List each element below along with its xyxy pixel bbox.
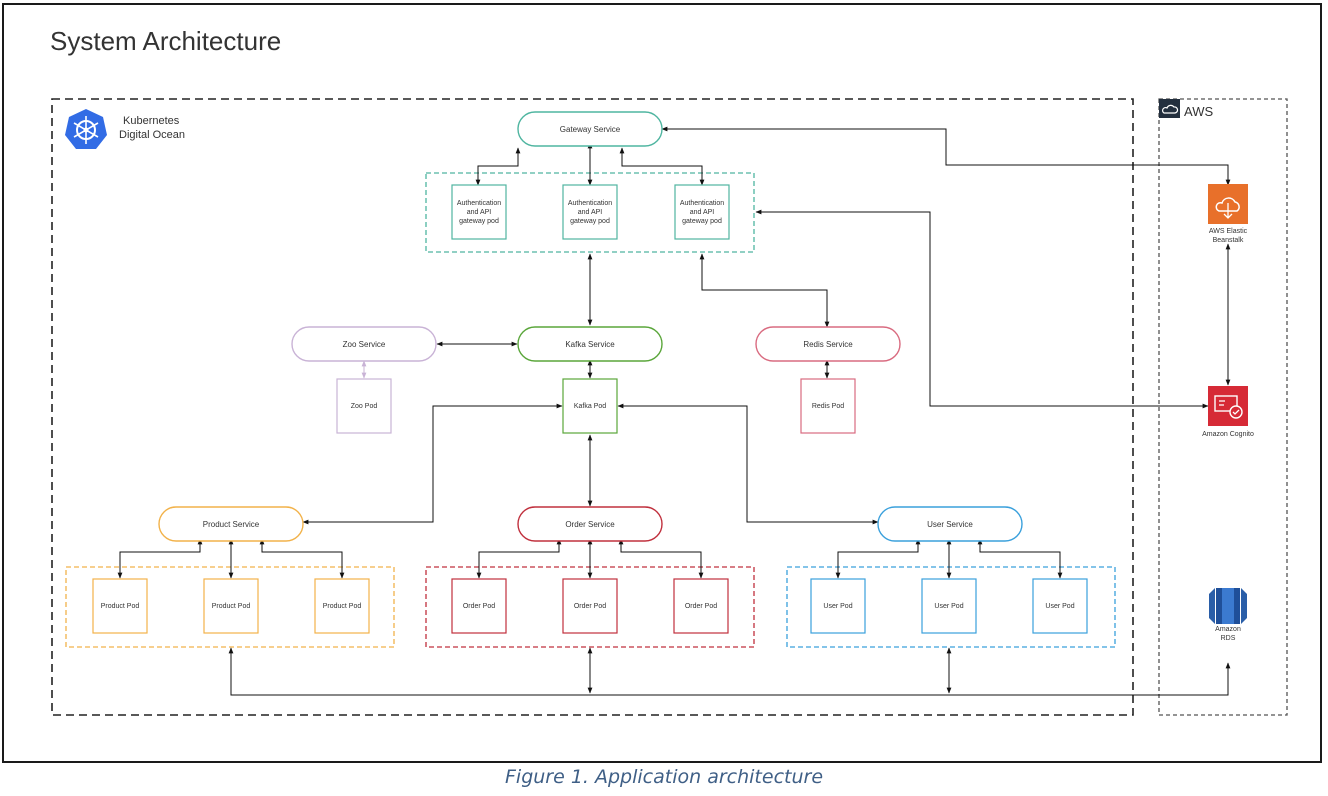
user-pod-3: User Pod (1032, 578, 1088, 634)
redis-pod-label: Redis Pod (812, 403, 844, 410)
kafka-service-label: Kafka Service (565, 340, 615, 349)
figure-caption: Figure 1. Application architecture (504, 766, 824, 788)
aws-label: AWS (1184, 104, 1213, 119)
product-pod-3: Product Pod (314, 578, 370, 634)
order-pod-3-label: Order Pod (685, 603, 717, 610)
auth-pod-3-line1: Authentication (680, 200, 724, 207)
edge-kafka-user (617, 403, 879, 525)
auth-pod-3-line2: and API (690, 209, 715, 216)
product-service: Product Service (158, 506, 304, 542)
auth-pod-2-line3: gateway pod (570, 218, 610, 225)
beanstalk-label-2: Beanstalk (1213, 237, 1244, 244)
edge-auth-redis (699, 253, 830, 328)
product-pod-1: Product Pod (92, 578, 148, 634)
order-service-label: Order Service (565, 520, 615, 529)
edge-auth-cognito (755, 209, 1209, 409)
edge-product-pod3 (259, 538, 345, 579)
edge-order-pod1 (476, 538, 562, 579)
product-pod-2: Product Pod (203, 578, 259, 634)
order-pod-2: Order Pod (562, 578, 618, 634)
zoo-service: Zoo Service (291, 326, 437, 362)
edge-bus-rds (228, 647, 1231, 696)
edge-product-pod1 (117, 538, 203, 579)
auth-pod-1-line3: gateway pod (459, 218, 499, 225)
zoo-pod-label: Zoo Pod (351, 403, 378, 410)
kafka-service: Kafka Service (517, 326, 663, 362)
edge-user-pod3 (977, 538, 1063, 579)
redis-pod: Redis Pod (800, 378, 856, 434)
kafka-pod: Kafka Pod (562, 378, 618, 434)
order-pod-1-label: Order Pod (463, 603, 495, 610)
order-service: Order Service (517, 506, 663, 542)
rds-icon (1209, 588, 1247, 624)
gateway-service-label: Gateway Service (560, 125, 621, 134)
kubernetes-icon (65, 109, 107, 149)
architecture-diagram: Kubernetes Digital Ocean AWS (51, 98, 1288, 716)
edge-user-pod1 (835, 538, 921, 579)
edge-gateway-beanstalk (661, 126, 1231, 186)
edge-gateway-auth3 (619, 147, 705, 186)
kubernetes-label: Kubernetes (123, 115, 180, 127)
product-service-label: Product Service (203, 520, 260, 529)
order-pod-2-label: Order Pod (574, 603, 606, 610)
user-pod-1-label: User Pod (823, 603, 852, 610)
order-pod-1: Order Pod (451, 578, 507, 634)
auth-pod-2: Authentication and API gateway pod (562, 184, 618, 240)
kubernetes-boundary (51, 98, 1134, 716)
product-pod-2-label: Product Pod (212, 603, 251, 610)
connectors (117, 126, 1231, 696)
user-pod-3-label: User Pod (1045, 603, 1074, 610)
rds-label-2: RDS (1221, 635, 1236, 642)
edge-kafka-product (302, 403, 563, 525)
page-title: System Architecture (50, 26, 282, 56)
cognito-label: Amazon Cognito (1202, 431, 1254, 438)
kafka-pod-label: Kafka Pod (574, 403, 606, 410)
auth-pod-3: Authentication and API gateway pod (674, 184, 730, 240)
zoo-pod: Zoo Pod (336, 378, 392, 434)
auth-pod-1-line2: and API (467, 209, 492, 216)
auth-pod-1-line1: Authentication (457, 200, 501, 207)
amazon-cognito: Amazon Cognito (1202, 386, 1254, 438)
redis-service-label: Redis Service (803, 340, 853, 349)
digital-ocean-label: Digital Ocean (119, 129, 185, 141)
product-pod-3-label: Product Pod (323, 603, 362, 610)
zoo-service-label: Zoo Service (343, 340, 386, 349)
elastic-beanstalk: AWS Elastic Beanstalk (1208, 184, 1248, 244)
user-pod-2: User Pod (921, 578, 977, 634)
auth-pod-2-line1: Authentication (568, 200, 612, 207)
product-pod-1-label: Product Pod (101, 603, 140, 610)
order-pod-3: Order Pod (673, 578, 729, 634)
auth-pod-2-line2: and API (578, 209, 603, 216)
user-service: User Service (877, 506, 1023, 542)
user-pod-1: User Pod (810, 578, 866, 634)
amazon-rds: Amazon RDS (1209, 588, 1247, 642)
user-service-label: User Service (927, 520, 973, 529)
beanstalk-label-1: AWS Elastic (1209, 228, 1248, 235)
cognito-icon (1208, 386, 1248, 426)
user-pod-2-label: User Pod (934, 603, 963, 610)
rds-label-1: Amazon (1215, 626, 1241, 633)
redis-service: Redis Service (755, 326, 901, 362)
edge-order-pod3 (618, 538, 704, 579)
gateway-service: Gateway Service (517, 111, 663, 147)
auth-pod-1: Authentication and API gateway pod (451, 184, 507, 240)
edge-gateway-auth1 (475, 147, 521, 186)
auth-pod-3-line3: gateway pod (682, 218, 722, 225)
